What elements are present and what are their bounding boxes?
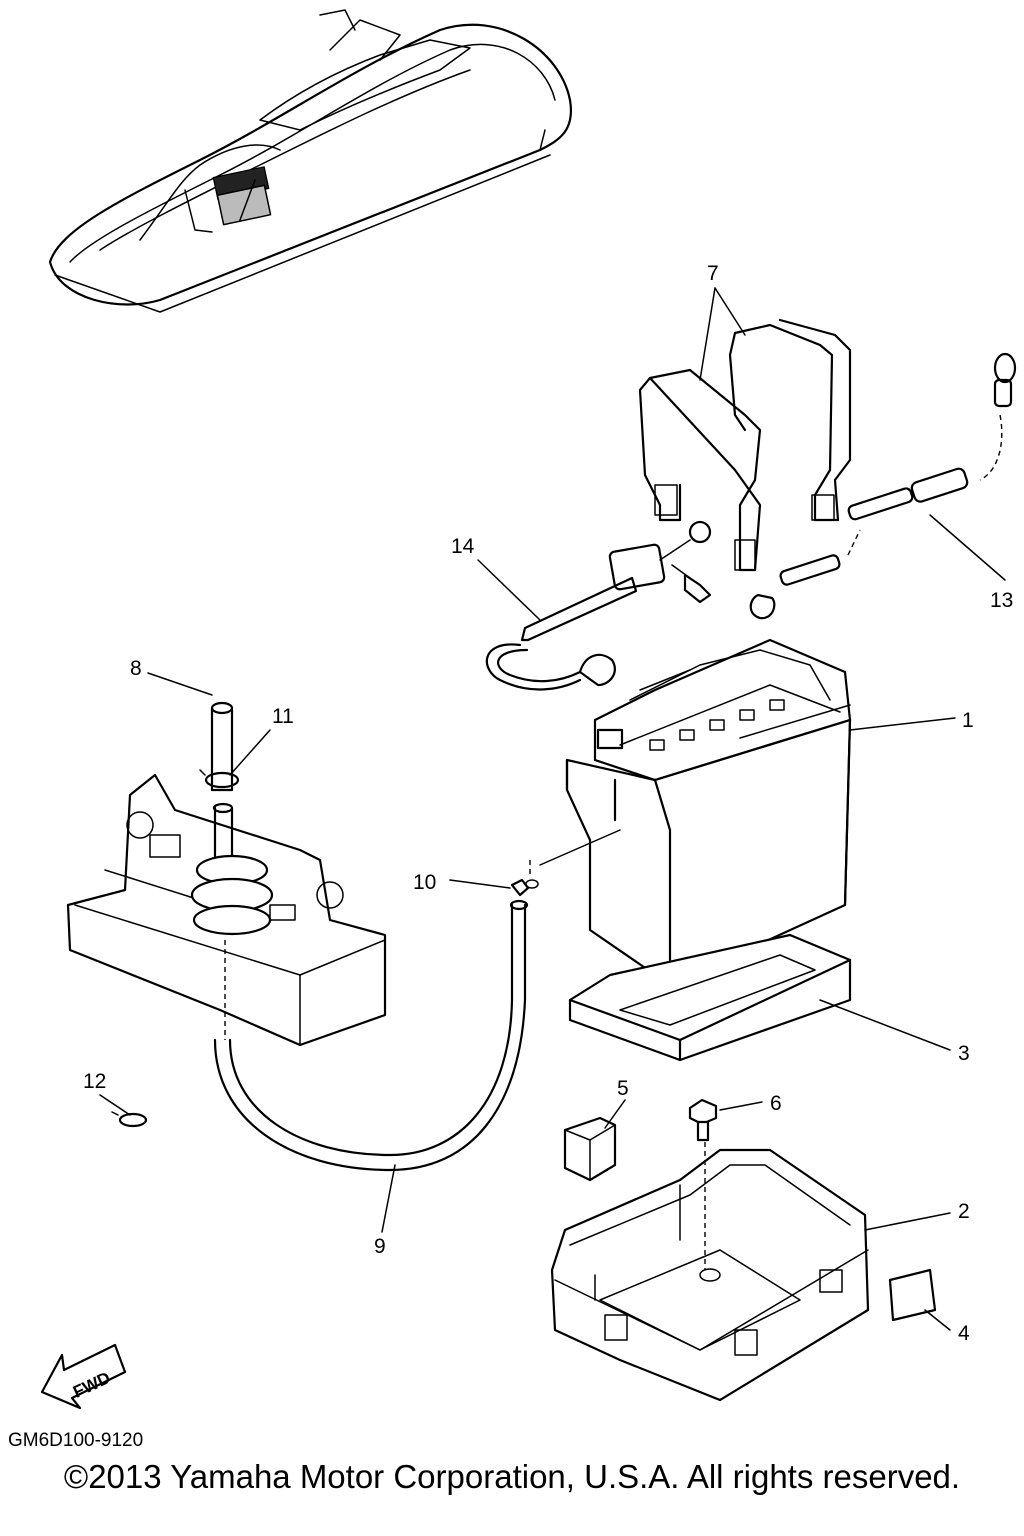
forward-arrow-icon: FWD — [40, 1343, 127, 1410]
callout-5: 5 — [617, 1077, 629, 1100]
callout-10: 10 — [413, 871, 436, 894]
battery — [539, 638, 852, 987]
negative-battery-lead — [485, 520, 712, 691]
callouts: 1 2 3 4 5 6 7 8 9 10 11 12 13 14 — [83, 262, 1013, 1345]
callout-8: 8 — [130, 657, 142, 680]
breather-hose — [213, 899, 529, 1172]
callout-11: 11 — [272, 705, 294, 728]
callout-4: 4 — [958, 1322, 970, 1345]
copyright-notice: ©2013 Yamaha Motor Corporation, U.S.A. A… — [63, 1458, 961, 1495]
pad — [888, 1268, 937, 1322]
breather-pipe — [210, 701, 234, 792]
callout-7: 7 — [707, 262, 719, 285]
callout-12: 12 — [83, 1070, 106, 1093]
leader-lines — [99, 287, 1006, 1331]
callout-1: 1 — [962, 709, 974, 732]
drawing-code: GM6D100-9120 — [8, 1430, 144, 1451]
battery-band — [638, 318, 852, 572]
callout-2: 2 — [958, 1200, 970, 1223]
callout-3: 3 — [958, 1042, 970, 1065]
callout-6: 6 — [770, 1092, 782, 1115]
bolt — [688, 1098, 718, 1270]
battery-pad — [568, 933, 852, 1062]
hose-clamp — [199, 769, 240, 789]
breather-tube — [190, 802, 274, 1040]
callout-14: 14 — [451, 535, 475, 558]
watercraft-illustration — [48, 9, 573, 313]
battery-case — [550, 1148, 870, 1402]
clip — [563, 1116, 617, 1182]
positive-battery-lead — [749, 352, 1017, 620]
callout-13: 13 — [990, 589, 1013, 612]
small-clamp — [111, 1111, 148, 1128]
breather-fitting — [510, 860, 539, 897]
callout-9: 9 — [374, 1235, 386, 1258]
